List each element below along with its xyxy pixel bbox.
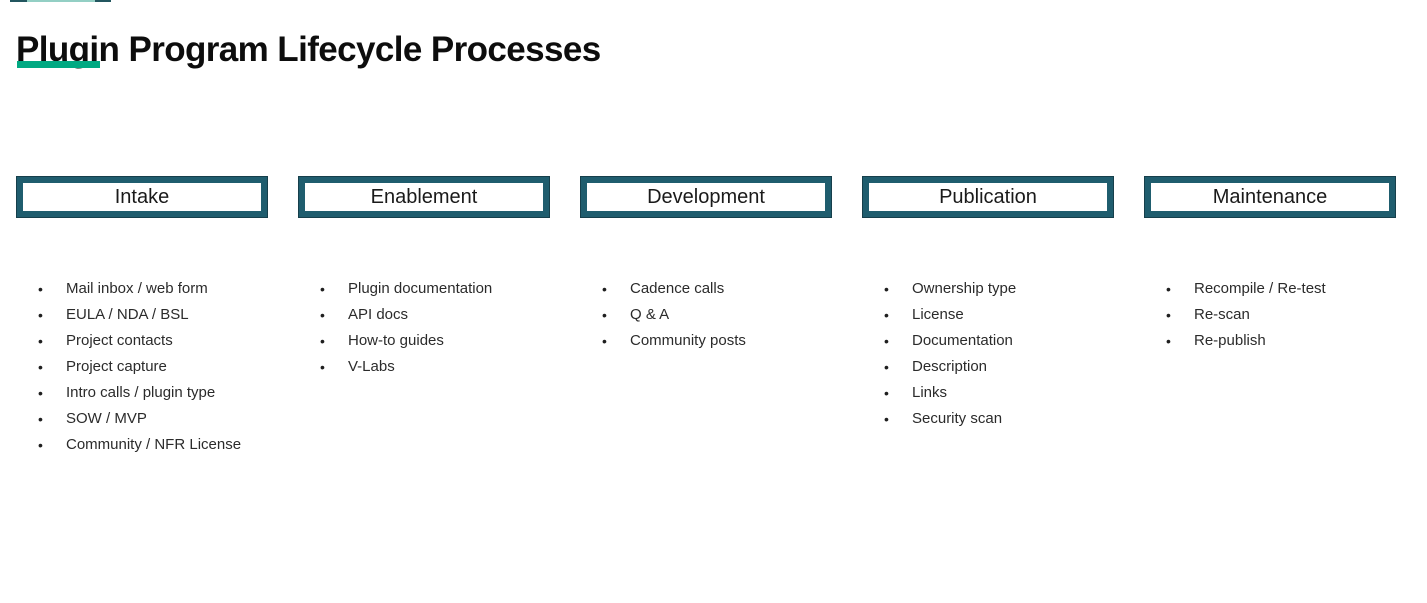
bullet-icon: •: [602, 333, 607, 349]
bullet-icon: •: [884, 307, 889, 323]
stage-item-list: • Recompile / Re-test • Re-scan • Re-publish: [1145, 276, 1395, 354]
bullet-icon: •: [884, 359, 889, 375]
list-item-label: Security scan: [912, 410, 1003, 427]
list-item-label: SOW / MVP: [66, 410, 147, 427]
list-item: • Intro calls / plugin type: [17, 380, 267, 406]
bullet-icon: •: [38, 437, 43, 453]
stage-item-list: •Mail inbox / web form•EULA / NDA / BSL•…: [17, 276, 267, 458]
list-item: • Recompile / Re-test: [1145, 276, 1395, 302]
stage-item-list: • Cadence calls • Q & A • Community posts: [581, 276, 831, 354]
list-item: • Security scan: [863, 406, 1113, 432]
bullet-icon: •: [38, 333, 43, 349]
list-item-label: Intro calls / plugin type: [66, 384, 216, 401]
top-edge-artifact: [10, 0, 27, 2]
bullet-icon: •: [884, 385, 889, 401]
stage-header-box: Enablement: [299, 177, 549, 217]
stage-header-box: Intake: [17, 177, 267, 217]
list-item: • Re-scan: [1145, 302, 1395, 328]
list-item-label: Mail inbox / web form: [66, 280, 208, 297]
stage-header-box: Publication: [863, 177, 1113, 217]
stage-header-box: Maintenance: [1145, 177, 1395, 217]
bullet-icon: •: [602, 307, 607, 323]
list-item: • Plugin documentation: [299, 276, 549, 302]
stage-column-development: Development • Cadence calls • Q & A • Communi…: [581, 177, 831, 458]
list-item: • API docs: [299, 302, 549, 328]
bullet-icon: •: [38, 411, 43, 427]
page-title: Plugin Program Lifecycle Processes: [16, 30, 601, 70]
stage-header-box: Development: [581, 177, 831, 217]
list-item: • Re-publish: [1145, 328, 1395, 354]
list-item-label: Documentation: [912, 332, 1013, 349]
bullet-icon: •: [1166, 307, 1171, 323]
stage-item-list: • Ownership type • License • Documentation • De…: [863, 276, 1113, 432]
stage-column-intake: Intake • Mail inbox / web form • EULA / NDA…: [17, 177, 267, 458]
bullet-icon: •: [602, 281, 607, 297]
list-item-label: License: [912, 306, 964, 323]
list-item: • Project contacts: [17, 328, 267, 354]
list-item-label: Cadence calls: [630, 280, 725, 297]
list-item-label: Description: [912, 358, 988, 375]
stage-column-publication: Publication • Ownership type • License • Docu…: [863, 177, 1113, 458]
bullet-icon: •: [320, 333, 325, 349]
list-item: • Community posts: [581, 328, 831, 354]
list-item-label: Community posts: [630, 332, 746, 349]
list-item: • Ownership type: [863, 276, 1113, 302]
list-item-label: EULA / NDA / BSL: [66, 306, 189, 323]
bullet-icon: •: [38, 281, 43, 297]
bullet-icon: •: [1166, 333, 1171, 349]
list-item: • License: [863, 302, 1113, 328]
bullet-icon: •: [320, 307, 325, 323]
bullet-icon: •: [320, 359, 325, 375]
stage-column-maintenance: Maintenance • Recompile / Re-test • Re-scan…: [1145, 177, 1395, 458]
list-item-label: Community / NFR License: [66, 436, 242, 453]
list-item: • V-Labs: [299, 354, 549, 380]
bullet-icon: •: [1166, 281, 1171, 297]
list-item-label: Project contacts: [66, 332, 173, 349]
list-item: • Mail inbox / web form: [17, 276, 267, 302]
top-edge-artifact: [27, 0, 95, 2]
list-item-label: API docs: [348, 306, 409, 323]
bullet-icon: •: [884, 333, 889, 349]
list-item-label: Q & A: [630, 306, 670, 323]
list-item: • Community / NFR License: [17, 432, 267, 458]
stage-header-label: Enablement: [370, 185, 478, 208]
list-item: • How-to guides: [299, 328, 549, 354]
list-item-label: Project capture: [66, 358, 167, 375]
list-item-label: Links: [912, 384, 948, 401]
stage-header-label: Intake: [114, 185, 170, 208]
bullet-icon: •: [884, 411, 889, 427]
list-item: • Cadence calls: [581, 276, 831, 302]
top-edge-artifact: [95, 0, 111, 2]
list-item-label: How-to guides: [348, 332, 444, 349]
list-item: • Links: [863, 380, 1113, 406]
list-item: • Description: [863, 354, 1113, 380]
list-item-label: Ownership type: [912, 280, 1017, 297]
stage-item-list: • Plugin documentation • API docs • How-to gu…: [299, 276, 549, 380]
bullet-icon: •: [38, 385, 43, 401]
stage-header-label: Maintenance: [1212, 185, 1328, 208]
list-item: • EULA / NDA / BSL: [17, 302, 267, 328]
stage-header-label: Publication: [939, 185, 1037, 208]
list-item-label: Re-publish: [1194, 332, 1266, 349]
list-item: • Documentation: [863, 328, 1113, 354]
list-item: • Q & A: [581, 302, 831, 328]
bullet-icon: •: [884, 281, 889, 297]
title-accent-underline: [17, 61, 100, 68]
bullet-icon: •: [38, 307, 43, 323]
list-item: • Project capture: [17, 354, 267, 380]
stage-header-label: Development: [647, 185, 765, 208]
bullet-icon: •: [38, 359, 43, 375]
bullet-icon: •: [320, 281, 325, 297]
list-item-label: V-Labs: [348, 358, 395, 375]
list-item-label: Re-scan: [1194, 306, 1250, 323]
lifecycle-stages: Intake • Mail inbox / web form • EULA / NDA…: [17, 177, 1395, 458]
stage-column-enablement: Enablement • Plugin documentation • API doc…: [299, 177, 549, 458]
list-item: • SOW / MVP: [17, 406, 267, 432]
list-item-label: Recompile / Re-test: [1194, 280, 1326, 297]
list-item-label: Plugin documentation: [348, 280, 493, 297]
